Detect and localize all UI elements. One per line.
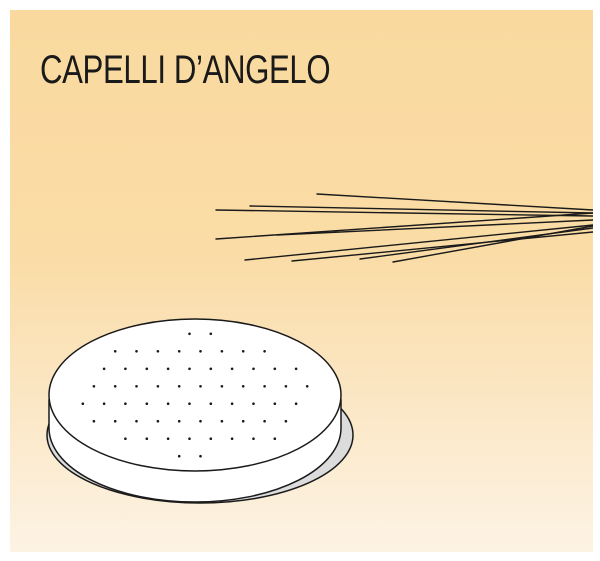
disc-hole: [81, 402, 85, 406]
pasta-strand: [215, 209, 593, 217]
disc-hole: [113, 350, 117, 353]
product-card: CAPELLI D’ANGELO: [10, 10, 593, 552]
disc-hole: [156, 419, 160, 423]
pasta-strand: [276, 219, 593, 236]
disc-hole: [102, 402, 106, 406]
disc-hole: [199, 454, 202, 458]
disc-hole: [156, 385, 160, 388]
disc-hole: [92, 419, 96, 423]
disc-hole: [199, 385, 202, 388]
disc-hole: [188, 332, 191, 336]
disc-hole: [145, 402, 149, 406]
disc-hole: [230, 402, 234, 406]
product-title: CAPELLI D’ANGELO: [40, 48, 331, 92]
disc-hole: [199, 419, 202, 423]
disc-hole: [230, 437, 234, 441]
disc-hole: [273, 402, 277, 406]
disc-hole: [252, 437, 255, 441]
disc-hole: [124, 437, 127, 441]
disc-hole: [220, 385, 224, 388]
disc-hole: [199, 350, 202, 353]
disc-hole: [263, 350, 266, 353]
disc-holes: [81, 332, 309, 458]
pasta-die-disc: [46, 318, 354, 504]
disc-hole: [294, 367, 298, 371]
disc-hole: [230, 367, 234, 371]
disc-hole: [113, 385, 117, 388]
disc-hole: [188, 402, 191, 406]
disc-hole: [209, 402, 213, 406]
disc-hole: [156, 350, 160, 353]
pasta-strand: [249, 205, 593, 214]
pasta-strand: [392, 225, 593, 263]
disc-hole: [113, 419, 117, 423]
pasta-strand: [291, 231, 593, 262]
disc-hole: [166, 367, 170, 371]
disc-hole: [145, 367, 149, 371]
disc-hole: [188, 367, 191, 371]
disc-hole: [263, 385, 266, 388]
disc-hole: [102, 367, 106, 371]
product-illustration: [46, 193, 593, 504]
disc-hole: [135, 385, 138, 388]
disc-hole: [252, 367, 255, 371]
disc-hole: [135, 350, 138, 353]
disc-hole: [124, 402, 127, 406]
disc-hole: [188, 437, 191, 441]
disc-hole: [92, 385, 96, 388]
disc-hole: [284, 385, 288, 388]
disc-hole: [273, 437, 277, 441]
disc-hole: [135, 419, 138, 423]
disc-hole: [220, 419, 224, 423]
disc-hole: [273, 367, 277, 371]
disc-hole: [294, 402, 298, 406]
pasta-strand: [244, 224, 593, 261]
disc-hole: [177, 419, 181, 423]
disc-hole: [252, 402, 255, 406]
disc-hole: [209, 367, 213, 371]
disc-hole: [241, 350, 245, 353]
disc-hole: [145, 437, 149, 441]
disc-hole: [284, 419, 288, 423]
disc-hole: [241, 419, 245, 423]
disc-hole: [220, 350, 224, 353]
disc-hole: [177, 350, 181, 353]
disc-hole: [209, 332, 213, 336]
disc-hole: [177, 385, 181, 388]
disc-face: [48, 318, 342, 472]
disc-hole: [166, 437, 170, 441]
pasta-strands: [215, 193, 593, 263]
disc-hole: [124, 367, 127, 371]
disc-hole: [177, 454, 181, 458]
disc-hole: [166, 402, 170, 406]
disc-hole: [263, 419, 266, 423]
pasta-strand: [316, 193, 593, 211]
disc-hole: [305, 385, 309, 388]
disc-hole: [209, 437, 213, 441]
disc-hole: [241, 385, 245, 388]
